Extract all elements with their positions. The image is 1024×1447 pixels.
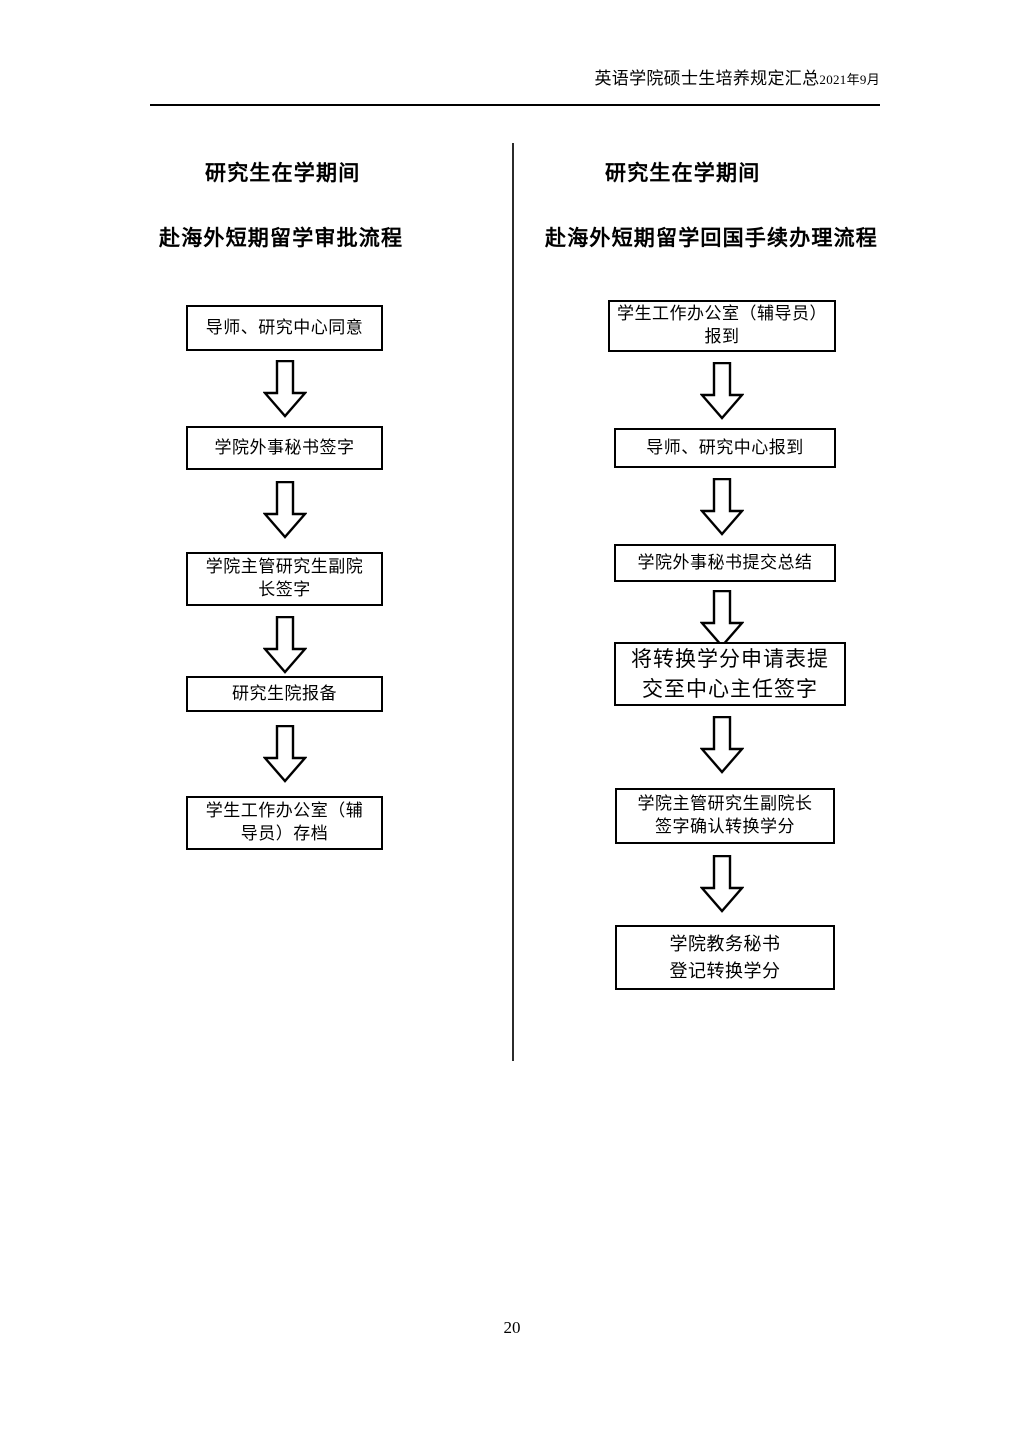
right-flow-step-6-label: 学院教务秘书 登记转换学分: [670, 931, 781, 985]
right-flow-step-5-label: 学院主管研究生副院长 签字确认转换学分: [638, 793, 813, 839]
left-column-title-line2: 赴海外短期留学审批流程: [159, 226, 404, 250]
left-flow-step-1: 导师、研究中心同意: [186, 305, 383, 351]
down-block-arrow: [263, 725, 307, 783]
left-flow-step-5: 学生工作办公室（辅 导员）存档: [186, 796, 383, 850]
down-block-arrow: [263, 360, 307, 418]
page-header: 英语学院硕士生培养规定汇总2021年9月: [150, 64, 880, 89]
right-flow-step-4-line1: 将转换学分申请表提: [631, 646, 829, 671]
right-flow-step-1: 学生工作办公室（辅导员） 报到: [608, 300, 836, 352]
right-flow-step-1-label: 学生工作办公室（辅导员） 报到: [617, 303, 827, 349]
down-block-arrow-glyph: [700, 855, 744, 913]
left-flow-step-3-line2: 长签字: [258, 580, 311, 599]
left-flow-step-5-line1: 学生工作办公室（辅: [205, 801, 364, 821]
left-flow-step-5-line2: 导员）存档: [240, 824, 329, 843]
right-flow-step-6: 学院教务秘书 登记转换学分: [615, 925, 835, 990]
header-title: 英语学院硕士生培养规定汇总: [594, 69, 820, 88]
right-flow-step-5-line1: 学院主管研究生副院长: [637, 794, 813, 814]
right-flow-step-1-line1: 学生工作办公室（辅导员）: [617, 304, 827, 324]
left-flow-step-4-label: 研究生院报备: [232, 683, 337, 703]
left-flow-step-3-label: 学院主管研究生副院 长签字: [206, 556, 364, 602]
down-block-arrow-glyph: [700, 590, 744, 648]
right-flow-step-6-line2: 登记转换学分: [669, 960, 781, 981]
down-block-arrow-glyph: [263, 360, 307, 418]
header-date: 2021年9月: [819, 72, 880, 87]
down-block-arrow: [700, 362, 744, 420]
right-flow-step-1-line2: 报到: [704, 327, 740, 346]
right-column-title-line1: 研究生在学期间: [605, 161, 761, 185]
right-flow-step-5: 学院主管研究生副院长 签字确认转换学分: [615, 788, 835, 844]
left-flow-step-2-label: 学院外事秘书签字: [214, 437, 355, 457]
column-divider-line: [512, 143, 514, 1061]
left-flow-step-3: 学院主管研究生副院 长签字: [186, 552, 383, 606]
header-divider-rule: [150, 104, 880, 106]
down-block-arrow-glyph: [700, 362, 744, 420]
right-flow-step-5-line2: 签字确认转换学分: [655, 817, 795, 836]
right-flow-step-2-label: 导师、研究中心报到: [646, 437, 804, 457]
right-flow-step-2: 导师、研究中心报到: [614, 428, 836, 468]
right-flow-step-4: 将转换学分申请表提 交至中心主任签字: [614, 642, 846, 706]
down-block-arrow: [700, 855, 744, 913]
down-block-arrow: [700, 590, 744, 648]
right-flow-step-3-label: 学院外事秘书提交总结: [637, 552, 813, 572]
right-flow-step-6-line1: 学院教务秘书: [669, 933, 781, 954]
down-block-arrow: [700, 716, 744, 774]
left-column-title-line1: 研究生在学期间: [205, 161, 361, 185]
left-flow-step-1-label: 导师、研究中心同意: [205, 317, 364, 337]
down-block-arrow: [263, 616, 307, 674]
down-block-arrow-glyph: [700, 716, 744, 774]
down-block-arrow-glyph: [263, 481, 307, 539]
down-block-arrow: [700, 478, 744, 536]
left-flow-step-5-label: 学生工作办公室（辅 导员）存档: [206, 800, 364, 846]
right-column-title-line2: 赴海外短期留学回国手续办理流程: [545, 226, 878, 250]
down-block-arrow-glyph: [263, 725, 307, 783]
right-flow-step-3: 学院外事秘书提交总结: [614, 544, 836, 582]
left-flow-step-4: 研究生院报备: [186, 676, 383, 712]
right-flow-step-4-line2: 交至中心主任签字: [642, 677, 818, 701]
right-flow-step-4-label: 将转换学分申请表提 交至中心主任签字: [631, 644, 829, 705]
page-number: 20: [503, 1318, 521, 1337]
down-block-arrow-glyph: [700, 478, 744, 536]
left-flow-step-3-line1: 学院主管研究生副院: [205, 557, 364, 577]
down-block-arrow-glyph: [263, 616, 307, 674]
left-flow-step-2: 学院外事秘书签字: [186, 426, 383, 470]
down-block-arrow: [263, 481, 307, 539]
